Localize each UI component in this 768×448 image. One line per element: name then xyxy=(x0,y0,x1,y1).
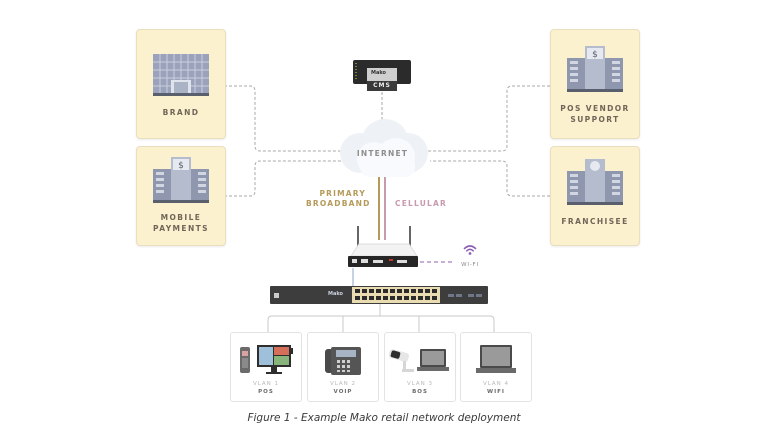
bank-building-icon: $ xyxy=(567,46,623,92)
node-router xyxy=(345,226,421,270)
node-switch: Mako xyxy=(270,286,488,304)
router-icon xyxy=(348,226,418,267)
brand-label: BRAND xyxy=(162,108,200,117)
cloud-icon xyxy=(340,119,428,177)
cellular-label: CELLULAR xyxy=(395,199,447,208)
mobile-payments-label-line2: PAYMENTS xyxy=(153,224,209,233)
laptop-icon xyxy=(476,345,516,373)
node-cms: Mako CMS xyxy=(353,60,411,92)
mobile-payments-label-line1: MOBILE xyxy=(160,213,202,222)
vlan-number: VLAN 1 xyxy=(252,381,280,387)
desk-phone-icon xyxy=(325,347,361,375)
office-building-icon xyxy=(153,54,209,96)
vlan-number: VLAN 2 xyxy=(329,381,357,387)
bank-building-icon: $ xyxy=(153,157,209,203)
vlan-2-voip: VLAN 2 VOIP xyxy=(307,332,379,402)
node-brand: BRAND xyxy=(136,29,226,139)
card-terminal-icon xyxy=(240,347,250,373)
primary-broadband-line2: BROADBAND xyxy=(306,199,371,208)
vlan-name: VOIP xyxy=(333,389,353,395)
vlan-name: BOS xyxy=(412,389,428,395)
vlan-number: VLAN 4 xyxy=(482,381,510,387)
node-wifi: WI-FI xyxy=(455,244,485,272)
pos-vendor-label-line2: SUPPORT xyxy=(570,115,620,124)
switch-badge: Mako xyxy=(328,291,343,297)
pos-monitor-icon xyxy=(257,345,293,374)
node-mobile-payments: $ MOBILE PAYMENTS xyxy=(136,146,226,246)
vlan-1-pos: VLAN 1 POS xyxy=(230,332,302,402)
internet-label: INTERNET xyxy=(356,149,409,158)
svg-text:$: $ xyxy=(178,161,184,171)
pos-vendor-label-line1: POS VENDOR xyxy=(560,104,630,113)
figure-caption: Figure 1 - Example Mako retail network d… xyxy=(247,412,521,424)
cms-server-icon xyxy=(353,60,411,91)
primary-broadband-line1: PRIMARY xyxy=(319,189,366,198)
cms-label: CMS xyxy=(373,82,391,89)
corporate-building-icon xyxy=(567,159,623,205)
link-franchisee-internet xyxy=(430,160,550,197)
wifi-label: WI-FI xyxy=(461,262,479,268)
vlan-4-wifi: VLAN 4 WIFI xyxy=(460,332,532,402)
primary-broadband-label: PRIMARY BROADBAND xyxy=(306,189,371,209)
franchisee-label: FRANCHISEE xyxy=(561,217,629,226)
laptop-icon xyxy=(417,349,449,371)
link-switch-vlans xyxy=(267,304,495,332)
node-pos-vendor-support: $ POS VENDOR SUPPORT xyxy=(550,29,640,139)
vlan-name: WIFI xyxy=(487,389,505,395)
link-mobile-internet xyxy=(224,160,345,197)
network-switch-icon xyxy=(270,286,488,304)
node-internet: INTERNET xyxy=(330,115,435,180)
wifi-icon xyxy=(463,245,477,255)
vlan-name: POS xyxy=(258,389,274,395)
cms-badge: Mako xyxy=(371,70,386,76)
link-posvendor-internet xyxy=(428,85,550,152)
link-brand-internet xyxy=(224,85,350,152)
svg-text:$: $ xyxy=(592,50,598,60)
vlan-3-bos: VLAN 3 BOS xyxy=(384,332,456,402)
vlan-number: VLAN 3 xyxy=(406,381,434,387)
node-franchisee: FRANCHISEE xyxy=(550,146,640,246)
security-camera-icon xyxy=(389,349,414,372)
